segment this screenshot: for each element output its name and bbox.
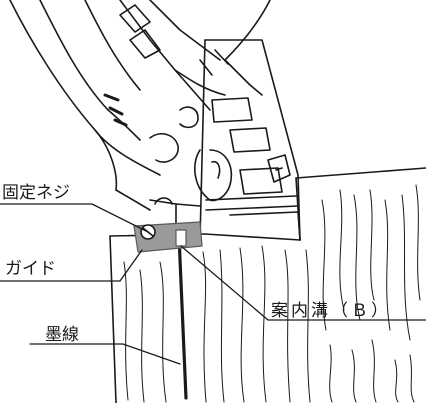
wood-grain (123, 184, 421, 403)
base-plate (199, 39, 301, 241)
saw-body (9, 0, 271, 211)
leader-lines (0, 203, 426, 365)
ink-line (177, 234, 188, 400)
leader-guide-groove (180, 245, 426, 321)
label-ink-line: 墨線 (45, 325, 79, 345)
wood-board (109, 167, 426, 403)
leader-fixing-screw (0, 203, 149, 233)
leader-ink-line (29, 343, 181, 365)
label-fixing-screw: 固定ネジ (2, 183, 70, 203)
label-guide-groove: 案内溝（Ｂ） (271, 301, 391, 321)
label-guide: ガイド (5, 259, 56, 279)
leader-guide (0, 249, 143, 282)
adjust-knob (149, 106, 291, 202)
